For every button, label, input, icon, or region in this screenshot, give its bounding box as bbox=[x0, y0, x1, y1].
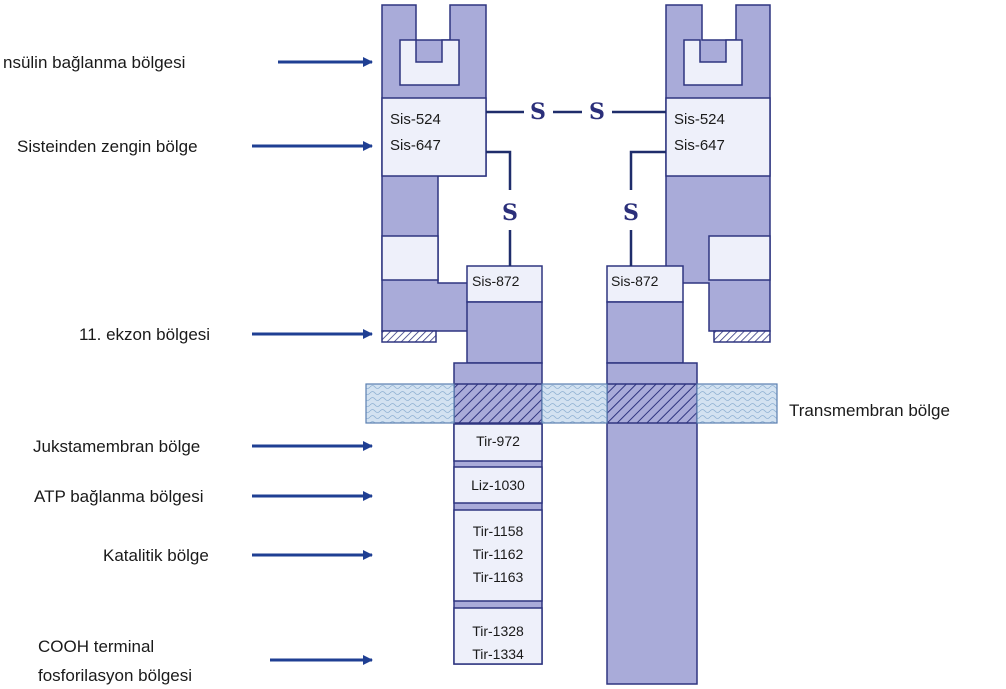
transmembrane-band bbox=[366, 384, 777, 423]
residue-liz1030: Liz-1030 bbox=[471, 477, 525, 493]
residue-tir1328: Tir-1328 bbox=[472, 623, 524, 639]
label-cooh-terminal-line1: COOH terminal bbox=[38, 637, 154, 656]
disulfide-symbol-alpha-right: S bbox=[589, 99, 605, 125]
label-atp-binding: ATP bağlanma bölgesi bbox=[34, 487, 203, 506]
right-beta-subunit bbox=[607, 266, 697, 684]
disulfide-bonds bbox=[486, 112, 666, 266]
residue-sis647-right: Sis-647 bbox=[674, 137, 725, 154]
label-cysteine-rich: Sisteinden zengin bölge bbox=[17, 137, 198, 156]
residue-sis647-left: Sis-647 bbox=[390, 137, 441, 154]
label-juxtamembrane: Jukstamembran bölge bbox=[33, 437, 200, 456]
residue-tir1334: Tir-1334 bbox=[472, 646, 524, 662]
residue-tir972: Tir-972 bbox=[476, 433, 520, 449]
left-beta-subunit bbox=[454, 266, 542, 664]
label-arrows bbox=[252, 62, 372, 660]
label-transmembrane: Transmembran bölge bbox=[789, 401, 950, 420]
label-cooh-terminal-line2: fosforilasyon bölgesi bbox=[38, 666, 192, 685]
label-exon11: 11. ekzon bölgesi bbox=[79, 325, 210, 344]
residue-tir1158: Tir-1158 bbox=[473, 523, 524, 539]
disulfide-symbol-alpha-beta-left: S bbox=[502, 200, 518, 226]
residue-tir1162: Tir-1162 bbox=[473, 546, 524, 562]
label-catalytic: Katalitik bölge bbox=[103, 546, 209, 565]
residue-tir1163: Tir-1163 bbox=[473, 569, 524, 585]
residue-sis872-left: Sis-872 bbox=[472, 273, 520, 289]
residue-sis872-right: Sis-872 bbox=[611, 273, 659, 289]
residue-sis524-left: Sis-524 bbox=[390, 111, 441, 128]
label-insulin-binding: nsülin bağlanma bölgesi bbox=[3, 53, 185, 72]
residue-sis524-right: Sis-524 bbox=[674, 111, 725, 128]
disulfide-symbol-alpha-beta-right: S bbox=[623, 200, 639, 226]
disulfide-symbol-alpha-left: S bbox=[530, 99, 546, 125]
